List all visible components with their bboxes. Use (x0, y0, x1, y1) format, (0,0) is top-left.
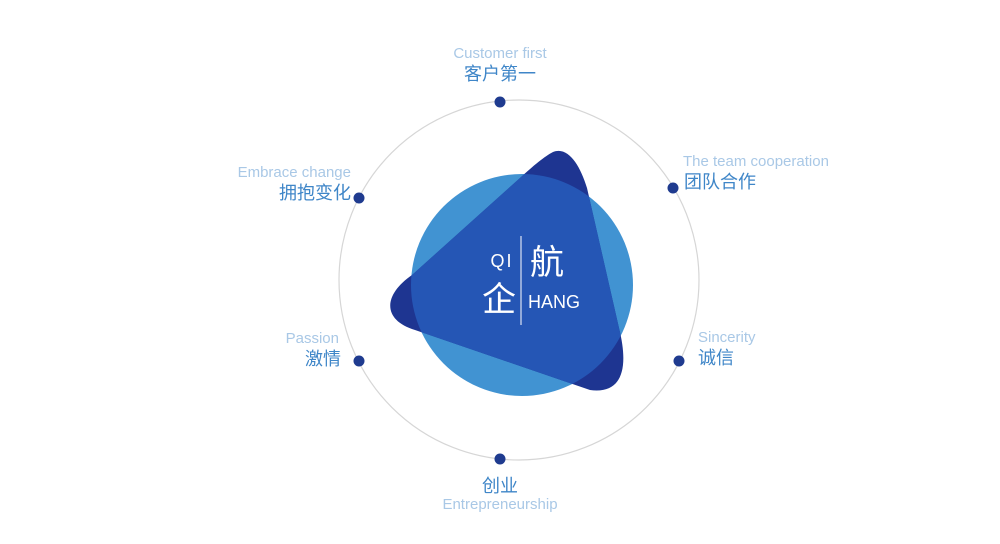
logo-latin-qi: QI (490, 251, 513, 271)
value-label-en-passion: Passion (285, 330, 339, 347)
value-label-en-customer-first: Customer first (453, 45, 547, 62)
value-dot-sincerity (673, 355, 685, 367)
logo-overlap (411, 174, 624, 391)
value-dot-passion (353, 355, 365, 367)
value-label-cn-customer-first: 客户第一 (464, 64, 536, 85)
value-label-cn-passion: 激情 (305, 349, 341, 370)
logo-hanzi-qi: 企 (482, 280, 516, 320)
value-label-cn-team-cooperation: 团队合作 (684, 172, 756, 193)
value-label-cn-embrace-change: 拥抱变化 (279, 183, 351, 204)
value-label-cn-sincerity: 诚信 (698, 348, 734, 369)
logo-hanzi-hang: 航 (530, 243, 564, 283)
value-label-en-team-cooperation: The team cooperation (683, 153, 829, 170)
value-label-en-sincerity: Sincerity (698, 329, 756, 346)
value-label-en-embrace-change: Embrace change (237, 164, 351, 181)
outer-ring (338, 99, 700, 461)
value-label-cn-entrepreneurship: 创业 (482, 476, 518, 497)
value-dot-team-cooperation (667, 182, 679, 194)
value-dot-entrepreneurship (494, 453, 506, 465)
value-label-en-entrepreneurship: Entrepreneurship (442, 496, 558, 513)
value-dot-customer-first (494, 96, 506, 108)
logo-latin-hang: HANG (528, 292, 580, 312)
value-dot-embrace-change (353, 192, 365, 204)
